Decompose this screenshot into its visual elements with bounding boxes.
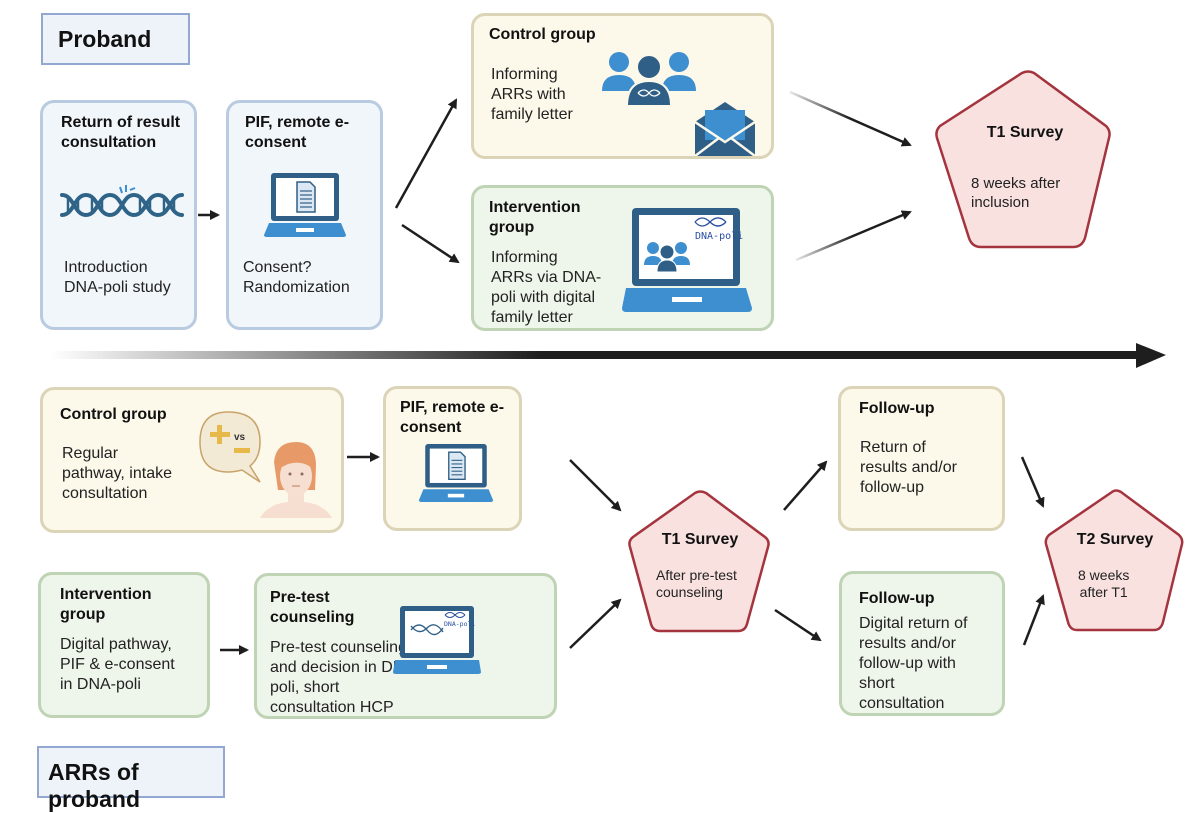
dna-poli-logo: DNA-poli: [695, 231, 743, 242]
t2-survey-title: T2 Survey: [1076, 531, 1154, 548]
timeline-arrow: [50, 351, 1142, 359]
arrs-control-title: Control group: [60, 406, 167, 423]
envelope-icon: [695, 102, 755, 156]
arrow-control-to-t1: [789, 90, 912, 147]
arrow-pif-to-t1: [569, 459, 622, 512]
arrow-followup-control-to-t2: [1020, 456, 1045, 508]
timeline-arrowhead: [1136, 343, 1166, 368]
pif-consent-box-proband: PIF, remote e-consent Consent?Randomizat…: [226, 100, 383, 330]
proband-label: Proband: [41, 13, 190, 65]
arrow-pretest-to-t1: [569, 598, 622, 649]
t1-survey-title-top: T1 Survey: [986, 124, 1064, 141]
laptop-dna-poli-icon: DNA-poli: [393, 606, 481, 674]
arrow-t1-to-followup-control: [783, 460, 828, 511]
laptop-document-icon: [418, 444, 494, 502]
pif-box-body: Consent?Randomization: [243, 259, 350, 296]
laptop-document-icon: [264, 173, 346, 237]
arrow-t1-to-followup-intervention: [774, 608, 822, 642]
arrow-followup-intervention-to-t2: [1022, 594, 1045, 646]
t1-survey-pentagon-bottom: [628, 490, 770, 633]
dna-icon: [60, 185, 184, 218]
arrow-intervention-to-t1: [795, 210, 912, 262]
pif-consent-box-arrs: PIF, remote e-consent: [383, 386, 522, 531]
arrow-pif-to-intervention: [401, 223, 460, 264]
family-group-icon: [602, 52, 696, 106]
pif-box-title: PIF, remote e-consent: [245, 114, 350, 151]
person-pros-cons-icon: vs: [199, 411, 332, 518]
arrow-pif-to-control: [394, 98, 458, 209]
t1-survey-pentagon-top: [935, 70, 1111, 249]
followup-control-title: Follow-up: [859, 400, 935, 417]
dna-poli-logo: DNA-poli: [444, 620, 475, 628]
t2-survey-pentagon: [1044, 489, 1184, 632]
followup-intervention-title: Follow-up: [859, 590, 935, 607]
arrs-pif-title: PIF, remote e-consent: [400, 399, 505, 436]
t1-survey-title-bottom: T1 Survey: [661, 531, 739, 548]
arrs-label: ARRs of proband: [37, 746, 225, 812]
control-box-title: Control group: [489, 26, 596, 43]
laptop-dna-poli-icon: DNA-poli: [622, 208, 752, 312]
vs-label: vs: [234, 432, 246, 443]
